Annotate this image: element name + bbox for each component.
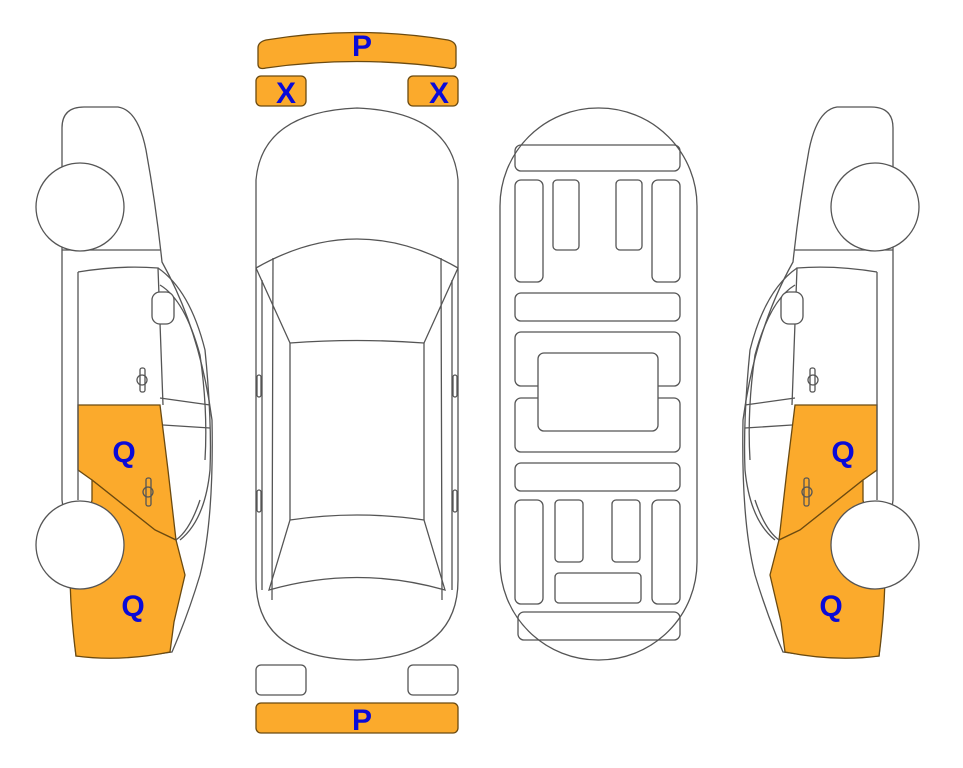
top-view: P X X P (255, 30, 459, 737)
headlight-left[interactable] (255, 75, 307, 107)
headlight-left-label: X (276, 77, 296, 110)
left-side-view: Q Q (35, 106, 213, 659)
left-rear-door-label: Q (112, 436, 135, 469)
headlight-right[interactable] (407, 75, 459, 107)
right-side-view: Q Q (742, 106, 920, 659)
right-rear-door-label: Q (831, 436, 854, 469)
taillight-right[interactable] (407, 664, 459, 696)
underbody-view (499, 107, 698, 661)
front-bumper[interactable] (257, 31, 457, 70)
rear-bumper[interactable] (255, 702, 459, 734)
right-rear-quarter-label: Q (819, 590, 842, 623)
front-bumper-label: P (352, 30, 372, 63)
taillight-left[interactable] (255, 664, 307, 696)
rear-bumper-label: P (352, 704, 372, 737)
left-rear-quarter-label: Q (121, 590, 144, 623)
headlight-right-label: X (429, 77, 449, 110)
